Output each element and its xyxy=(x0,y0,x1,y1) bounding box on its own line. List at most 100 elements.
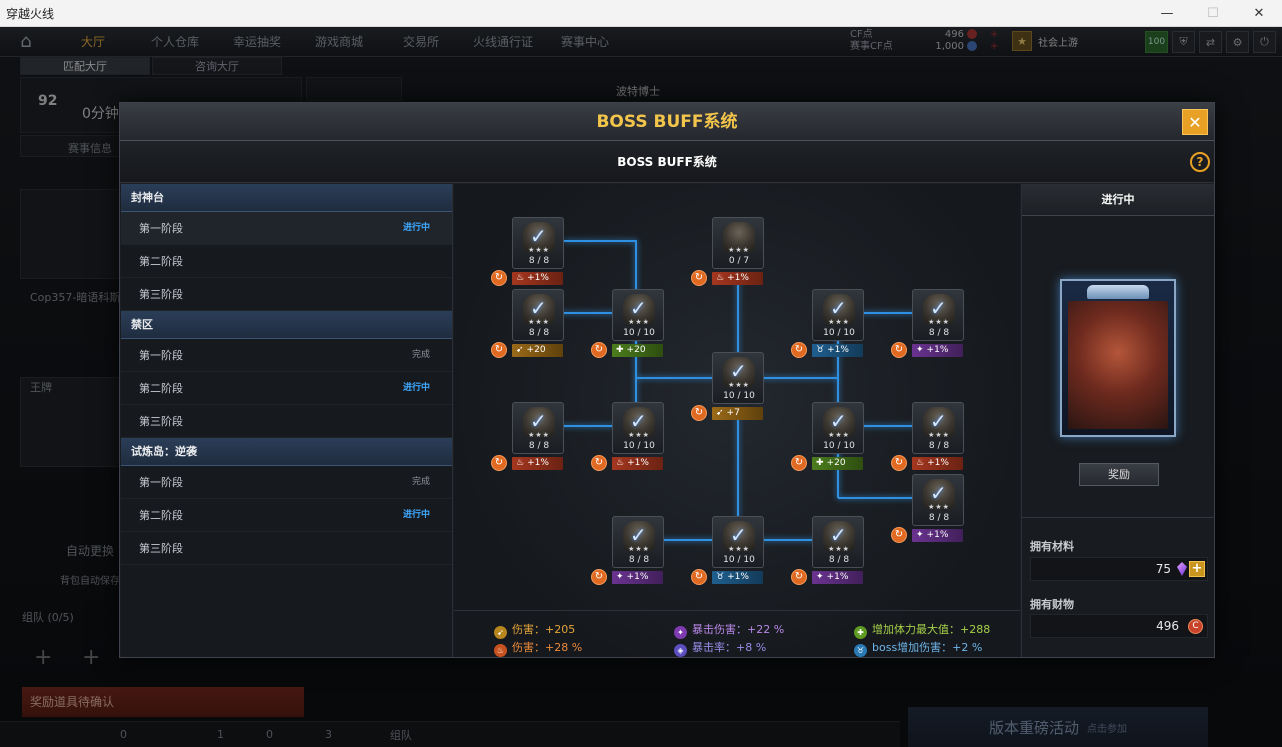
refresh-icon[interactable]: ↻ xyxy=(791,569,807,585)
refresh-icon[interactable]: ↻ xyxy=(791,342,807,358)
buff-node[interactable]: ✓★★★8 / 8↻♨+1% xyxy=(491,402,565,471)
buff-node[interactable]: ✓★★★8 / 8↻➹+20 xyxy=(491,289,565,358)
section-header[interactable]: 试炼岛：逆袭 xyxy=(121,438,452,466)
refresh-icon[interactable]: ↻ xyxy=(591,455,607,471)
refresh-icon[interactable]: ↻ xyxy=(691,270,707,286)
add-cf-icon[interactable]: ++ xyxy=(990,29,999,52)
node-progress: 8 / 8 xyxy=(928,513,950,523)
node-card: ✓★★★10 / 10 xyxy=(712,352,764,404)
buff-node[interactable]: ✓★★★8 / 8↻♨+1% xyxy=(491,217,565,286)
node-bonus: ↻ ♉+1% xyxy=(691,569,767,585)
stage-item[interactable]: 第三阶段 xyxy=(121,405,452,438)
boss-icon: ♉ xyxy=(816,345,825,355)
section-header[interactable]: 封神台 xyxy=(121,184,452,212)
buff-node[interactable]: ✓★★★10 / 10 ↻ ♉+1% xyxy=(691,516,765,585)
node-progress: 10 / 10 xyxy=(723,391,755,401)
refresh-icon[interactable]: ↻ xyxy=(891,527,907,543)
version-event-button[interactable]: 版本重磅活动 点击参加 xyxy=(908,707,1208,747)
buff-node[interactable]: ✓★★★8 / 8↻✦+1% xyxy=(591,516,665,585)
confirm-reward-button[interactable]: 奖励道具待确认 xyxy=(22,687,304,717)
maximize-button[interactable]: ☐ xyxy=(1207,6,1219,21)
cf2-label: 赛事CF点 xyxy=(850,41,893,52)
node-bonus: ↻✦+1% xyxy=(791,569,867,585)
power-icon[interactable]: ⏻ xyxy=(1253,31,1276,53)
level-badge[interactable]: 100 xyxy=(1145,31,1168,53)
reward-button[interactable]: 奖励 xyxy=(1079,463,1159,486)
nav-item[interactable]: 赛事中心 xyxy=(560,34,609,49)
refresh-icon[interactable]: ↻ xyxy=(891,342,907,358)
nav-item[interactable]: 大厅 xyxy=(80,34,105,49)
refresh-icon[interactable]: ↻ xyxy=(591,569,607,585)
count-1: 0 xyxy=(120,728,127,741)
social-status[interactable]: ★ 社会上游 xyxy=(1012,31,1078,51)
node-bonus: ↻✦+1% xyxy=(591,569,667,585)
refresh-icon[interactable]: ↻ xyxy=(691,405,707,421)
minimize-button[interactable]: — xyxy=(1160,6,1174,21)
stat-text: boss增加伤害：+2 % xyxy=(872,641,983,654)
node-card: ✓★★★8 / 8 xyxy=(912,474,964,526)
add-member-icon[interactable]: + xyxy=(34,645,53,670)
buff-node[interactable]: ✓★★★8 / 8↻✦+1% xyxy=(791,516,865,585)
stage-item[interactable]: 第二阶段进行中 xyxy=(121,372,452,405)
star-rating: ★★★ xyxy=(628,431,650,439)
bonus-tag: ♉+1% xyxy=(712,571,763,584)
modal-subtitle: BOSS BUFF系统 ? xyxy=(120,141,1214,183)
home-icon[interactable]: ⌂ xyxy=(20,31,32,52)
nav-item[interactable]: 火线通行证 xyxy=(472,34,533,49)
refresh-icon[interactable]: ↻ xyxy=(791,455,807,471)
node-card: ✓★★★8 / 8 xyxy=(512,289,564,341)
buff-node[interactable]: ✓★★★8 / 8↻✦+1% xyxy=(891,474,965,543)
soldier-portrait xyxy=(823,407,855,437)
buff-node[interactable]: ✓★★★10 / 10↻✚+20 xyxy=(591,289,665,358)
stage-name: 第一阶段 xyxy=(139,222,183,235)
buff-node[interactable]: ✓★★★10 / 10↻♉+1% xyxy=(791,289,865,358)
refresh-icon[interactable]: ↻ xyxy=(691,569,707,585)
buff-node[interactable]: ✓★★★8 / 8↻✦+1% xyxy=(891,289,965,358)
nav-item[interactable]: 个人仓库 xyxy=(150,34,199,49)
social-label: 社会上游 xyxy=(1038,37,1078,49)
buff-node[interactable]: ✓★★★8 / 8↻♨+1% xyxy=(891,402,965,471)
add-material-button[interactable]: + xyxy=(1189,561,1205,577)
section-header[interactable]: 禁区 xyxy=(121,311,452,339)
refresh-icon[interactable]: ↻ xyxy=(491,270,507,286)
help-icon[interactable]: ? xyxy=(1190,152,1210,172)
buff-node[interactable]: ✓★★★10 / 10↻➹+7 xyxy=(691,352,765,421)
buff-node[interactable]: ★★★0 / 7↻♨+1% xyxy=(691,217,765,286)
nav-item[interactable]: 交易所 xyxy=(402,34,439,49)
check-icon: ✓ xyxy=(930,409,947,433)
tab-consult-lobby[interactable]: 咨询大厅 xyxy=(152,57,282,75)
check-icon: ✓ xyxy=(730,523,747,547)
buff-node[interactable]: ✓★★★10 / 10↻✚+20 xyxy=(791,402,865,471)
stage-item[interactable]: 第二阶段进行中 xyxy=(121,499,452,532)
event-info-label: 赛事信息 xyxy=(68,142,112,155)
nav-item[interactable]: 幸运抽奖 xyxy=(232,34,281,49)
bonus-tag: ✚+20 xyxy=(612,344,663,357)
shield-icon[interactable]: ⛨ xyxy=(1172,31,1195,53)
node-card: ✓★★★10 / 10 xyxy=(712,516,764,568)
add-member-icon[interactable]: + xyxy=(82,645,101,670)
refresh-icon[interactable]: ↻ xyxy=(891,455,907,471)
refresh-icon[interactable]: ↻ xyxy=(491,342,507,358)
gear-icon[interactable]: ⚙ xyxy=(1226,31,1249,53)
tab-match-lobby[interactable]: 匹配大厅 xyxy=(20,57,150,75)
stage-item[interactable]: 第一阶段进行中 xyxy=(121,212,452,245)
stage-item[interactable]: 第一阶段完成 xyxy=(121,339,452,372)
buff-node[interactable]: ✓★★★10 / 10↻♨+1% xyxy=(591,402,665,471)
refresh-icon[interactable]: ↻ xyxy=(591,342,607,358)
switch-icon[interactable]: ⇄ xyxy=(1199,31,1222,53)
stage-item[interactable]: 第三阶段 xyxy=(121,532,452,565)
node-bonus: ↻➹+20 xyxy=(491,342,567,358)
stage-item[interactable]: 第三阶段 xyxy=(121,278,452,311)
check-icon: ✓ xyxy=(830,296,847,320)
nav-item[interactable]: 游戏商城 xyxy=(314,34,363,49)
close-window-button[interactable]: ✕ xyxy=(1253,6,1265,21)
stage-item[interactable]: 第二阶段 xyxy=(121,245,452,278)
stage-item[interactable]: 第一阶段完成 xyxy=(121,466,452,499)
star-rating: ★★★ xyxy=(828,545,850,553)
close-icon[interactable]: ✕ xyxy=(1182,109,1208,135)
refresh-icon[interactable]: ↻ xyxy=(491,455,507,471)
bonus-value: +1% xyxy=(927,458,949,468)
check-icon: ✓ xyxy=(630,523,647,547)
wealth-label: 拥有财物 xyxy=(1030,598,1074,611)
node-card: ✓★★★10 / 10 xyxy=(812,402,864,454)
